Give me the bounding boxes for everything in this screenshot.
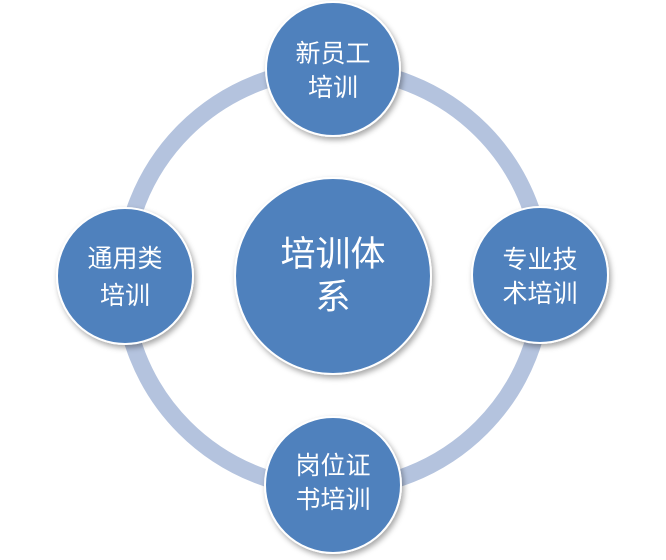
node-post-certificate-training-circle <box>264 416 402 554</box>
node-general-training <box>56 207 194 345</box>
node-professional-tech-training <box>471 206 609 344</box>
node-post-certificate-training-label-line1: 岗位证 <box>295 451 370 480</box>
node-new-employee-training-circle <box>265 1 401 137</box>
node-professional-tech-training-circle <box>471 206 609 344</box>
node-general-training-circle <box>56 207 194 345</box>
center-node-label-line1: 培训体 <box>280 235 385 275</box>
node-general-training-label-line2: 培训 <box>100 281 150 310</box>
node-general-training-label-line1: 通用类 <box>87 244 162 273</box>
node-new-employee-training <box>265 1 401 137</box>
center-node-label-line2: 系 <box>315 278 350 318</box>
center-node <box>234 177 432 375</box>
node-new-employee-training-label-line1: 新员工 <box>295 39 370 68</box>
node-new-employee-training-label-line2: 培训 <box>308 73 358 102</box>
node-post-certificate-training-label-line2: 书培训 <box>295 485 370 514</box>
node-professional-tech-training-label-line1: 专业技 <box>502 245 577 274</box>
node-post-certificate-training <box>264 416 402 554</box>
node-professional-tech-training-label-line2: 术培训 <box>502 279 577 308</box>
center-node-circle <box>234 177 432 375</box>
